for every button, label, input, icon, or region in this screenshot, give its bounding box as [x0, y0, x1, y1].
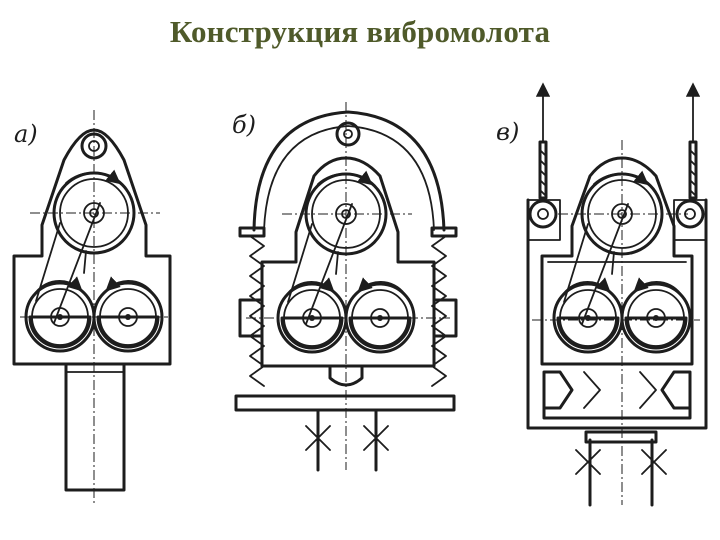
figure-v: в) [496, 82, 708, 507]
figure-a-label: а) [14, 120, 38, 148]
figure-b: б) [232, 102, 458, 472]
slide-title: Конструкция вибромолота [169, 14, 551, 49]
figure-a: а) [12, 110, 172, 505]
figure-v-label: в) [496, 118, 519, 146]
figure-b-label: б) [232, 111, 256, 139]
